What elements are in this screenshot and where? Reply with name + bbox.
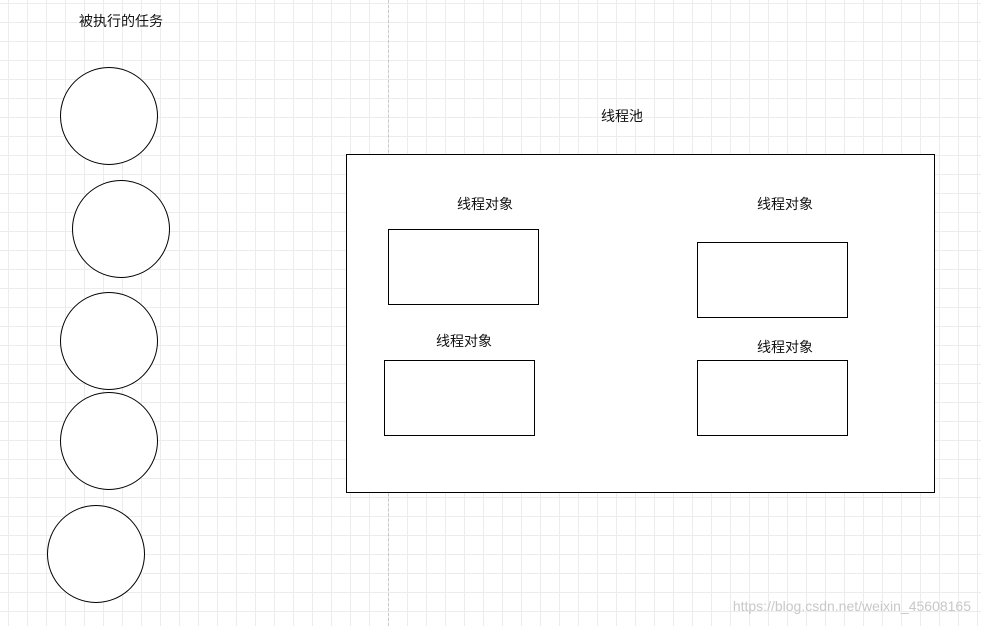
thread-object-label-1: 线程对象: [457, 197, 513, 213]
thread-object-label-3: 线程对象: [436, 334, 492, 350]
task-circle-3: [60, 292, 158, 390]
thread-object-box-3: [384, 360, 535, 436]
thread-object-label-4: 线程对象: [757, 340, 813, 356]
tasks-title: 被执行的任务: [79, 14, 163, 30]
thread-pool-box: [346, 154, 935, 493]
thread-object-box-1: [388, 229, 539, 305]
thread-object-label-2: 线程对象: [757, 197, 813, 213]
pool-title: 线程池: [601, 109, 643, 125]
task-circle-1: [60, 67, 158, 165]
thread-object-box-2: [697, 242, 848, 318]
task-circle-5: [47, 505, 145, 603]
watermark-text: https://blog.csdn.net/weixin_45608165: [732, 598, 971, 614]
task-circle-2: [72, 180, 170, 278]
thread-object-box-4: [697, 360, 848, 436]
task-circle-4: [60, 392, 158, 490]
